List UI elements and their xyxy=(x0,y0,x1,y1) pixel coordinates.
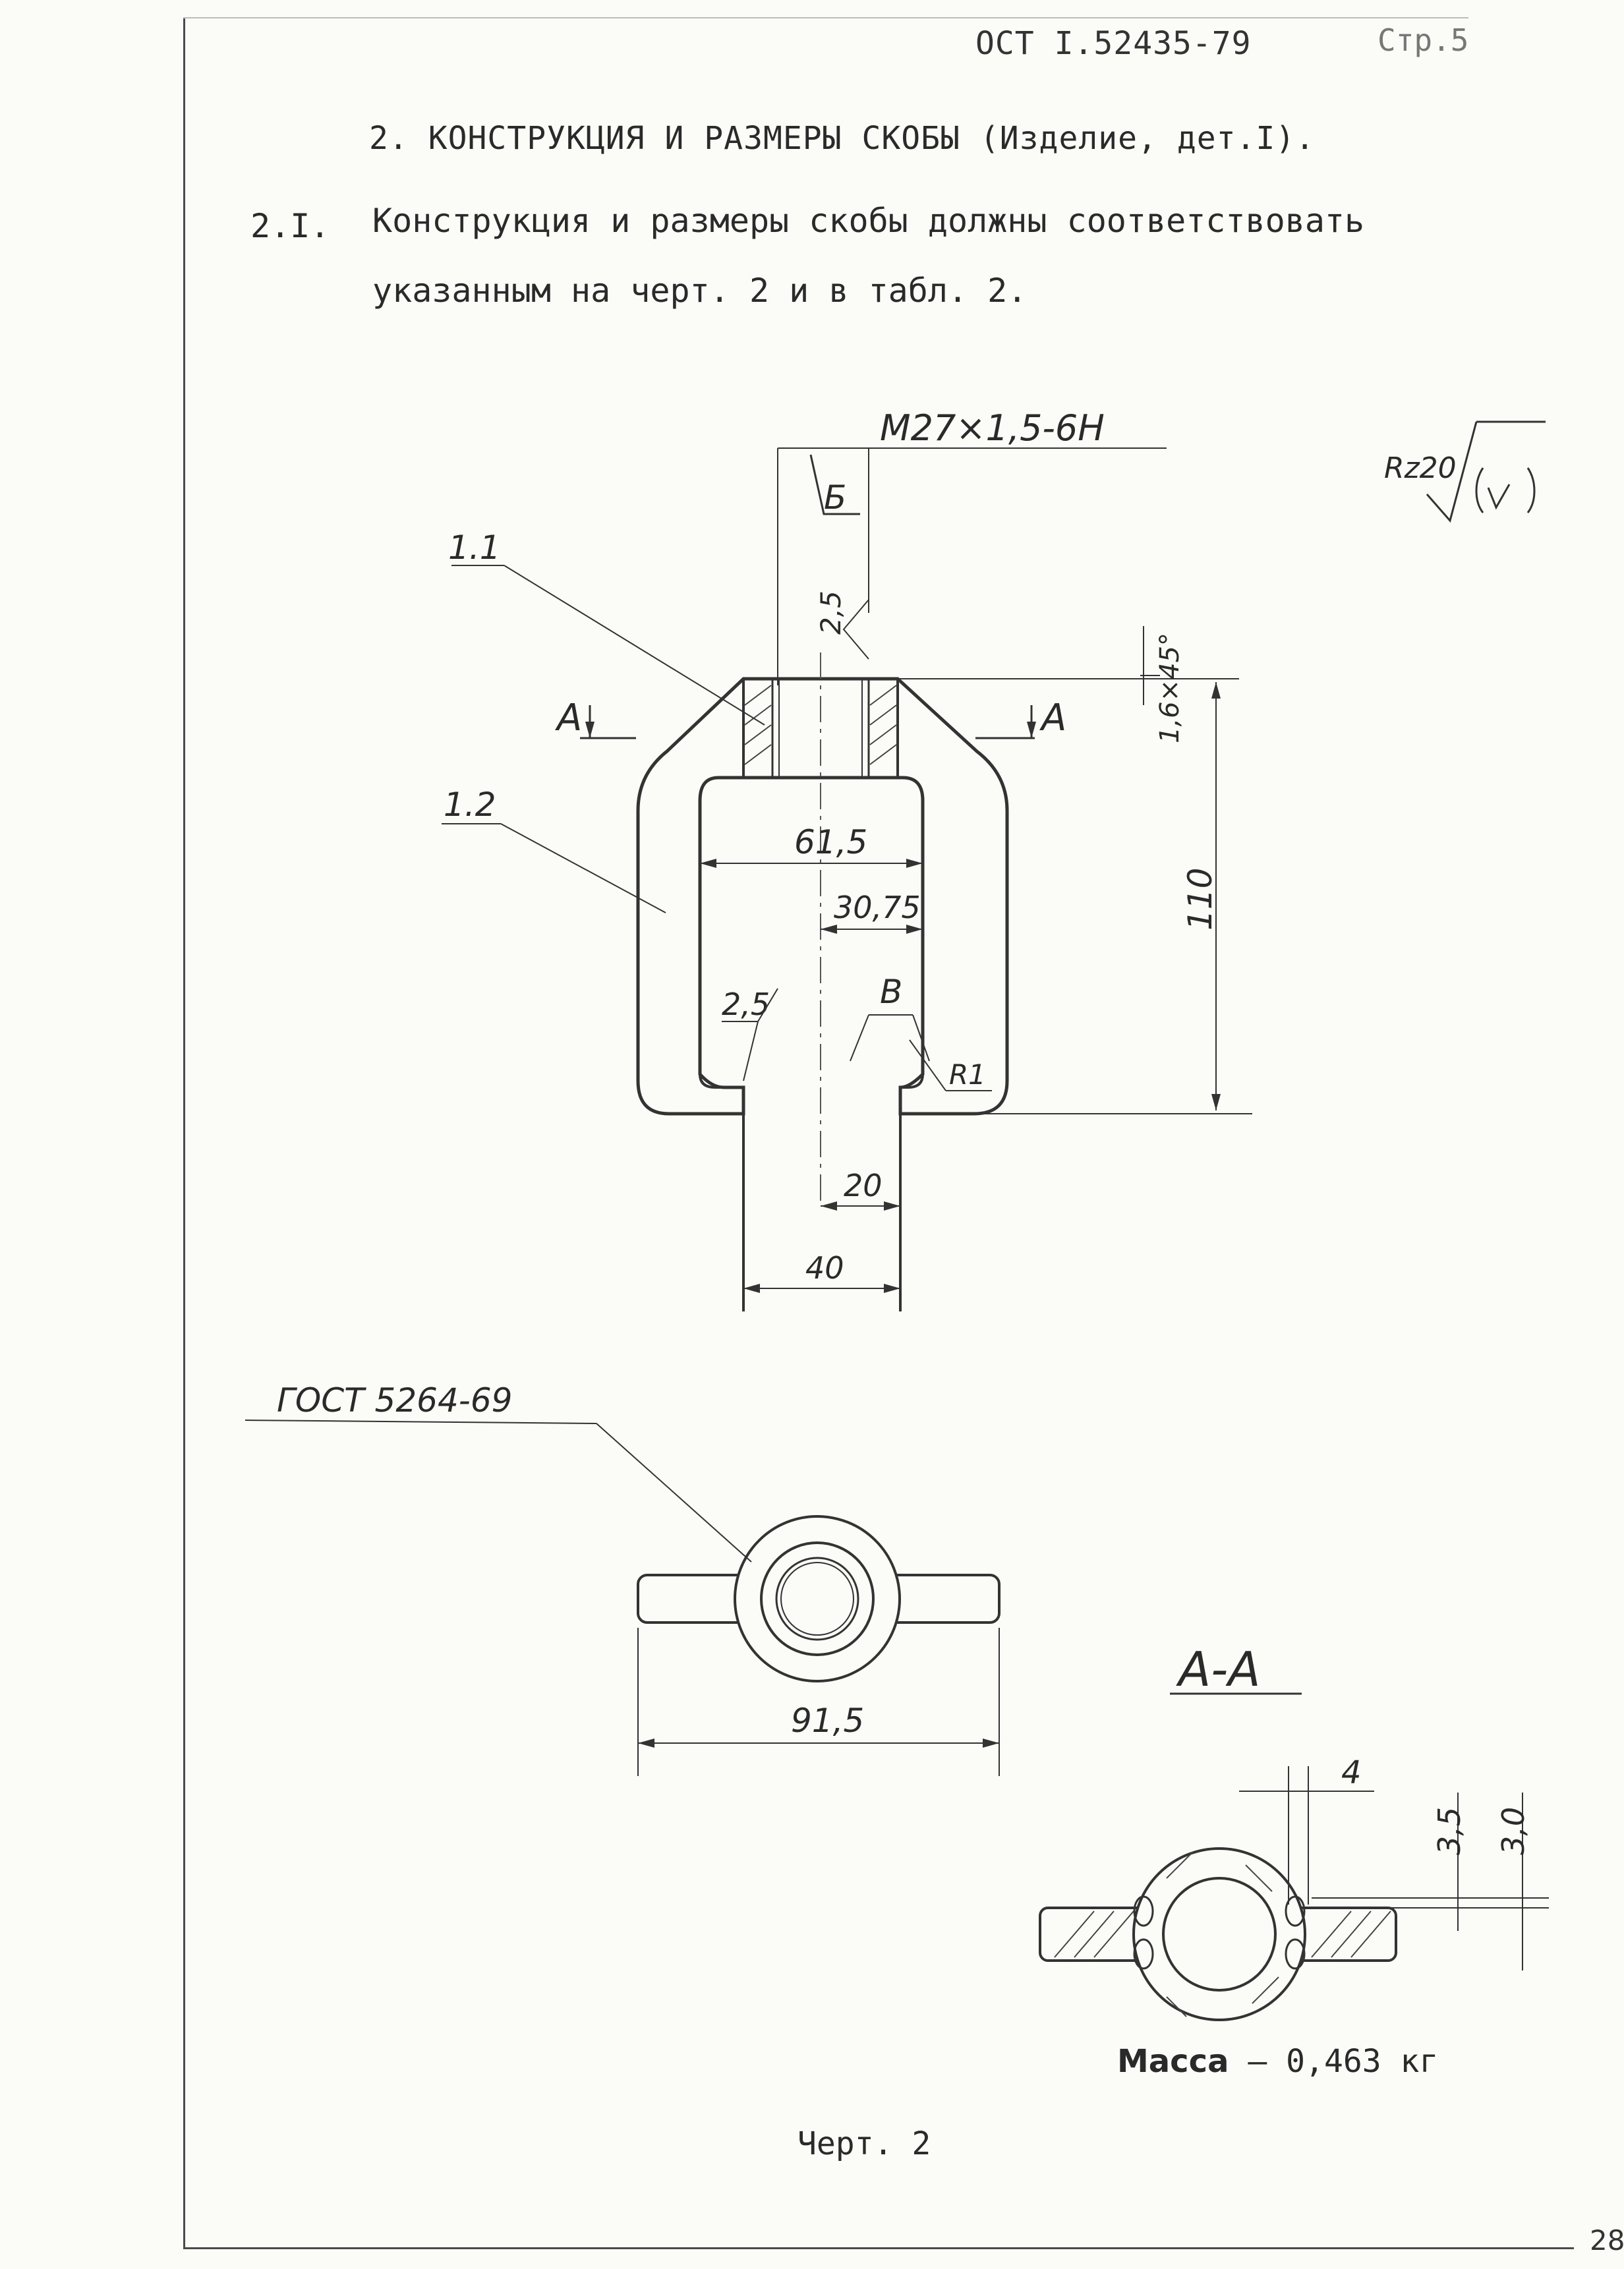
dim-chamfer: 1,6×45° xyxy=(1155,633,1185,743)
roughness-mark: Rz20 xyxy=(1384,451,1457,485)
section-view-label: А-А xyxy=(1176,1642,1261,1697)
frame-bottom-line xyxy=(183,2247,1574,2249)
bracket-inner-right xyxy=(900,776,924,1089)
base-b-label: Б xyxy=(824,478,846,517)
dim-3-5: 3,5 xyxy=(1432,1807,1467,1855)
dim-2-5-top: 2,5 xyxy=(815,590,847,635)
section-mark-left: A xyxy=(555,697,582,739)
bracket-main-view xyxy=(636,652,1009,1311)
base-v-label: В xyxy=(880,973,902,1011)
part-label-1-2: 1.2 xyxy=(444,786,496,824)
dim-20: 20 xyxy=(844,1168,883,1203)
mass-label: Масса xyxy=(1117,2043,1229,2080)
standard-code: ОСТ I.52435-79 xyxy=(975,25,1252,62)
part-label-1-1: 1.1 xyxy=(448,529,501,567)
radius-r1: R1 xyxy=(949,1058,986,1091)
dim-3-0: 3,0 xyxy=(1495,1807,1531,1855)
dim-61-5: 61,5 xyxy=(794,823,867,861)
dim-110: 110 xyxy=(1181,868,1219,931)
frame-top-line xyxy=(183,17,1468,18)
clause-number: 2.I. xyxy=(250,207,330,245)
frame-left-line xyxy=(183,18,185,2249)
bracket-stem xyxy=(742,1087,902,1311)
clause-text-line2: указанным на черт. 2 и в табл. 2. xyxy=(372,272,1028,310)
base-b-box xyxy=(809,454,860,515)
mass-note: Масса – 0,463 кг xyxy=(1117,2043,1438,2080)
page-label: Стр.5 xyxy=(1378,22,1469,58)
dim-91-5: 91,5 xyxy=(791,1702,864,1740)
bracket-outline xyxy=(636,677,1009,1116)
section-a-a-view xyxy=(1039,1847,1397,2021)
bracket-top-view xyxy=(637,1515,1000,1682)
sheet-number: 28 xyxy=(1590,2224,1624,2256)
dim-40: 40 xyxy=(805,1250,844,1286)
thread-callout: M27×1,5-6H xyxy=(880,407,1105,449)
dim-2-5-inner: 2,5 xyxy=(722,987,770,1022)
gost-reference: ГОСТ 5264-69 xyxy=(277,1381,512,1420)
dim-4: 4 xyxy=(1341,1754,1362,1791)
mass-value: – 0,463 кг xyxy=(1229,2043,1439,2080)
bracket-inner-left xyxy=(699,776,743,1089)
section-title: 2. КОНСТРУКЦИЯ И РАЗМЕРЫ СКОБЫ (Изделие,… xyxy=(369,120,1316,157)
section-mark-right: A xyxy=(1039,697,1066,739)
clause-text-line1: Конструкция и размеры скобы должны соотв… xyxy=(372,202,1365,240)
dim-30-75: 30,75 xyxy=(834,890,921,925)
figure-caption: Черт. 2 xyxy=(798,2125,931,2162)
